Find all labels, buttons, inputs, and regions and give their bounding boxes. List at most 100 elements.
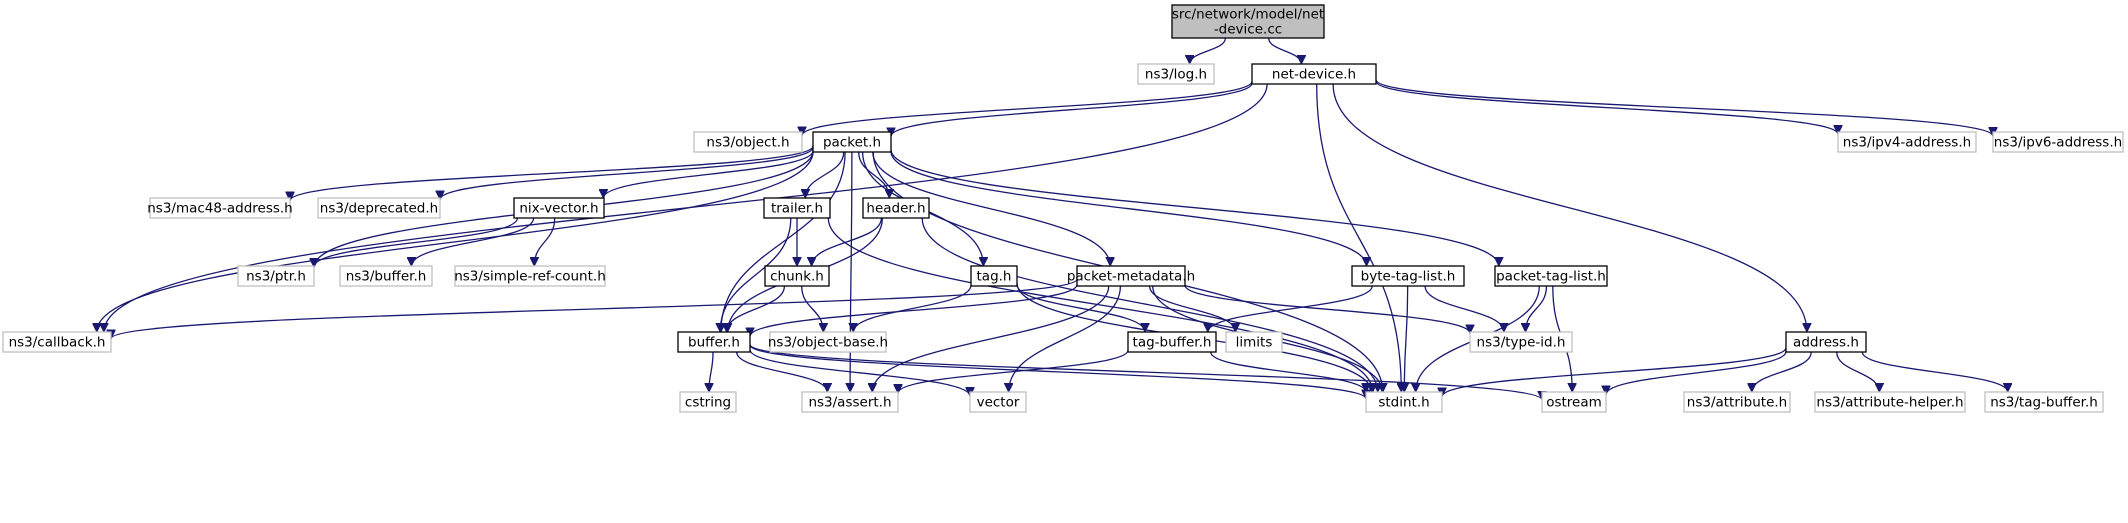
node-label-netdevice: net-device.h	[1272, 67, 1356, 83]
node-attribute: ns3/attribute.h	[1683, 391, 1791, 413]
node-label-tagbuffer: tag-buffer.h	[1133, 335, 1212, 351]
node-box-packetmetadata	[1076, 265, 1186, 287]
node-box-cstring	[679, 391, 737, 413]
edge-netdevice-to-ipv4	[1375, 80, 1838, 135]
node-label-ipv4: ns3/ipv4-address.h	[1843, 135, 1971, 151]
node-header[interactable]: header.h	[862, 197, 930, 219]
edge-packet-to-bytetaglist	[890, 151, 1367, 267]
node-label-ns3buffer: ns3/buffer.h	[346, 269, 427, 285]
edge-address-to-attributehelper	[1836, 351, 1880, 393]
node-buffer[interactable]: buffer.h	[677, 331, 751, 353]
node-nixvector[interactable]: nix-vector.h	[513, 197, 605, 219]
node-vector: vector	[969, 391, 1027, 413]
edge-tagbuffer-to-assert	[898, 349, 1129, 394]
edge-trailer-to-buffer	[720, 217, 792, 332]
node-packet[interactable]: packet.h	[812, 131, 892, 153]
node-label-log: ns3/log.h	[1145, 67, 1207, 83]
node-simplerefcount: ns3/simple-ref-count.h	[454, 265, 606, 287]
nodes-layer: src/network/model/net-device.cc ns3/log.h…	[2, 4, 2124, 413]
edge-address-to-ns3tagbuffer	[1861, 351, 2007, 393]
edge-bytetaglist-to-tagbuffer	[1208, 285, 1373, 333]
edge-packetmetadata-to-callback	[111, 278, 1078, 340]
edge-tagbuffer-to-stdint	[1210, 351, 1366, 393]
node-netdevice[interactable]: net-device.h	[1251, 63, 1377, 85]
edge-packet-to-packettaglist	[890, 149, 1499, 267]
node-label-callback: ns3/callback.h	[9, 335, 106, 351]
node-address[interactable]: address.h	[1785, 331, 1867, 353]
node-mac48: ns3/mac48-address.h	[147, 197, 293, 219]
edge-packet-to-packetmetadata	[872, 151, 1110, 266]
node-chunk[interactable]: chunk.h	[764, 265, 830, 287]
node-stdint: stdint.h	[1365, 391, 1443, 413]
node-label-header: header.h	[866, 201, 925, 217]
edge-packetmetadata-to-limits	[1148, 285, 1236, 333]
node-ipv4: ns3/ipv4-address.h	[1837, 131, 1977, 153]
node-packetmetadata[interactable]: packet-metadata.h	[1067, 265, 1195, 287]
node-ostream: ostream	[1541, 391, 1607, 413]
edge-tag-to-objectbase	[853, 284, 972, 333]
node-label-trailer: trailer.h	[771, 201, 823, 217]
edge-packetmetadata-to-typeid	[1184, 284, 1470, 334]
node-object: ns3/object.h	[693, 131, 803, 153]
node-box-chunk	[764, 265, 830, 287]
node-box-limits	[1225, 331, 1283, 353]
edge-tag-to-tagbuffer	[1016, 284, 1145, 333]
edge-netdevice-to-ipv6	[1375, 79, 1993, 137]
node-label-tag: tag.h	[977, 269, 1012, 285]
node-label-buffer: buffer.h	[688, 335, 740, 351]
node-ns3tagbuffer: ns3/tag-buffer.h	[1984, 391, 2104, 413]
edge-chunk-to-buffer	[727, 285, 786, 333]
node-box-stdint	[1365, 391, 1443, 413]
node-typeid: ns3/type-id.h	[1469, 331, 1573, 353]
node-bytetaglist[interactable]: byte-tag-list.h	[1351, 265, 1465, 287]
node-box-ns3buffer	[339, 265, 433, 287]
node-box-packettaglist	[1494, 265, 1608, 287]
node-cstring: cstring	[679, 391, 737, 413]
node-box-object	[693, 131, 803, 153]
node-packettaglist[interactable]: packet-tag-list.h	[1494, 265, 1608, 287]
edge-packet-to-callback	[97, 151, 814, 332]
node-box-tagbuffer	[1127, 331, 1217, 353]
node-tag[interactable]: tag.h	[970, 265, 1018, 287]
node-box-root	[1171, 4, 1325, 39]
edge-address-to-stdint	[1442, 347, 1787, 397]
edge-root-to-log	[1190, 37, 1227, 65]
node-label-packetmetadata: packet-metadata.h	[1067, 269, 1195, 285]
node-box-ptr	[237, 265, 315, 287]
node-box-netdevice	[1251, 63, 1377, 85]
edge-chunk-to-objectbase	[801, 285, 824, 332]
node-ptr: ns3/ptr.h	[237, 265, 315, 287]
node-box-address	[1785, 331, 1867, 353]
node-box-objectbase	[769, 331, 887, 353]
node-box-attribute	[1683, 391, 1791, 413]
node-box-log	[1137, 63, 1215, 85]
node-label-ns3tagbuffer: ns3/tag-buffer.h	[1990, 395, 2098, 411]
edge-netdevice-to-stdint	[1316, 83, 1402, 392]
edge-nixvector-to-ptr	[314, 217, 519, 268]
node-root[interactable]: src/network/model/net-device.cc	[1171, 4, 1325, 39]
edge-buffer-to-assert	[736, 351, 828, 393]
edge-packet-to-header	[858, 151, 890, 199]
edge-netdevice-to-packet	[891, 82, 1253, 137]
node-label-chunk: chunk.h	[770, 269, 824, 285]
node-attributehelper: ns3/attribute-helper.h	[1814, 391, 1966, 413]
node-label-root-line-1: src/network/model/net	[1172, 7, 1324, 23]
node-label-typeid: ns3/type-id.h	[1477, 335, 1566, 351]
node-assert: ns3/assert.h	[801, 391, 899, 413]
edge-packet-to-buffer	[721, 151, 846, 332]
edge-trailer-to-stdint	[827, 217, 1372, 392]
node-label-object: ns3/object.h	[706, 135, 789, 151]
node-label-attributehelper: ns3/attribute-helper.h	[1816, 395, 1963, 411]
node-tagbuffer[interactable]: tag-buffer.h	[1127, 331, 1217, 353]
node-box-ipv4	[1837, 131, 1977, 153]
node-trailer[interactable]: trailer.h	[763, 197, 831, 219]
node-box-ipv6	[1992, 131, 2124, 153]
node-box-mac48	[149, 197, 291, 219]
node-label-ptr: ns3/ptr.h	[246, 269, 306, 285]
node-label-ostream: ostream	[1546, 395, 1602, 411]
node-ns3buffer: ns3/buffer.h	[339, 265, 433, 287]
node-box-trailer	[763, 197, 831, 219]
edge-packet-to-nixvector	[603, 150, 814, 199]
edge-packetmetadata-to-buffer	[750, 284, 1078, 337]
